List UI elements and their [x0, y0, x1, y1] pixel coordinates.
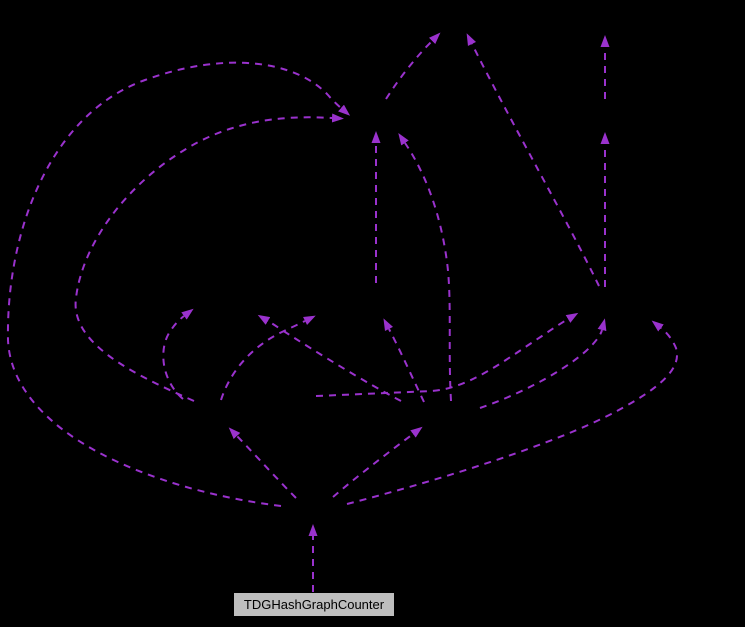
graph-edge-edge-apex-to-top	[385, 32, 441, 100]
graph-edge-edge-tall-mid-line	[398, 133, 452, 402]
node-label: TDGHashGraphCounter	[243, 597, 385, 612]
graph-edge-edge-short-diagonal	[383, 318, 425, 403]
graph-edge-edge-outer-left-arc	[6, 61, 351, 507]
graph-edge-edge-to-hub-bottom	[479, 318, 607, 409]
graph-edge-edge-cross-diagonal	[257, 314, 402, 402]
graph-edge-edge-hub-to-top	[466, 33, 600, 287]
graph-edge-edge-small-left-arc	[162, 308, 194, 400]
graph-edge-edge-big-right-curve	[346, 320, 678, 505]
graph-edge-edge-mid-left-curve	[220, 315, 316, 401]
graph-edge-edge-up-left	[228, 427, 297, 499]
graph-edge-edge-up-right	[332, 426, 423, 498]
graph-edge-edge-inner-left-arc	[74, 113, 344, 402]
node-tdghashgraphcounter: TDGHashGraphCounter	[233, 592, 395, 617]
graph-edge-edge-to-hub-left	[315, 312, 579, 397]
